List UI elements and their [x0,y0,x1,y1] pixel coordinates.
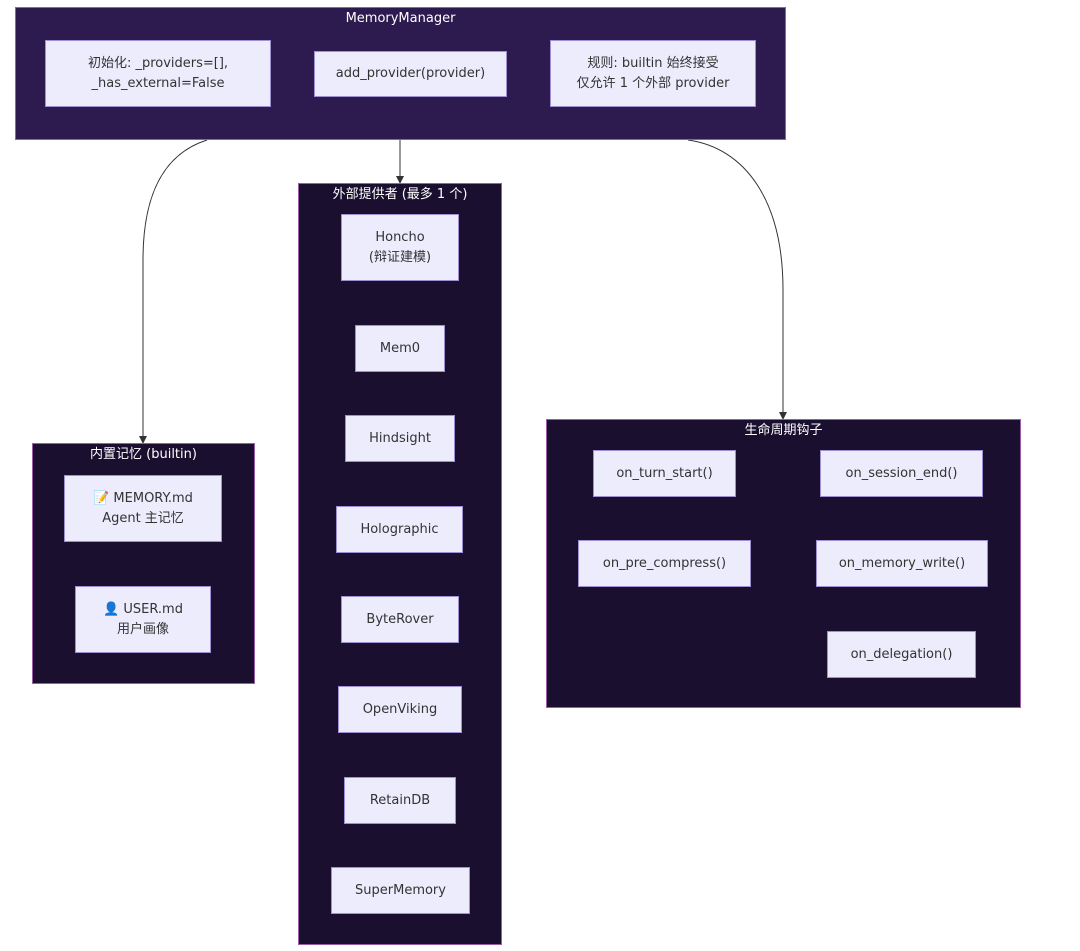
hook-on-turn-start-label: on_turn_start() [616,465,713,481]
provider-supermemory: SuperMemory [331,867,470,914]
edge-manager-to-hooks [687,139,787,420]
lifecycle-hooks-title: 生命周期钩子 [744,423,823,438]
hook-on-pre-compress-label: on_pre_compress() [602,555,727,571]
builtin-memory-title: 内置记忆 (builtin) [90,447,197,462]
external-providers-title: 外部提供者 (最多 1 个) [332,187,468,202]
memory-md-line-2: Agent 主记忆 [102,510,184,526]
init-node: 初始化: _providers=[], _has_external=False [45,40,271,107]
provider-holographic-label: Holographic [360,521,439,537]
provider-mem0: Mem0 [355,325,445,372]
provider-retaindb-label: RetainDB [369,792,431,808]
rule-line-1: 规则: builtin 始终接受 [587,55,719,71]
hook-on-session-end-label: on_session_end() [845,465,958,481]
hook-on-turn-start: on_turn_start() [593,450,736,497]
rule-line-2: 仅允许 1 个外部 provider [576,75,730,91]
memory-md-node: 📝 MEMORY.md Agent 主记忆 [64,475,222,542]
add-provider-label: add_provider(provider) [335,66,486,81]
provider-holographic: Holographic [336,506,463,553]
hook-on-memory-write-label: on_memory_write() [838,555,966,571]
hook-on-delegation-label: on_delegation() [850,646,953,662]
provider-byterover-label: ByteRover [366,611,434,627]
hook-on-memory-write: on_memory_write() [816,540,988,587]
user-md-line-2: 用户画像 [116,621,169,637]
init-line-2: _has_external=False [91,75,225,91]
hook-on-delegation: on_delegation() [827,631,976,678]
provider-honcho: Honcho (辩证建模) [341,214,459,281]
memory-md-line-1: 📝 MEMORY.md [93,490,193,506]
hook-on-pre-compress: on_pre_compress() [578,540,751,587]
provider-mem0-label: Mem0 [379,340,421,356]
provider-supermemory-label: SuperMemory [355,882,446,898]
edge-manager-to-builtin [139,139,208,444]
honcho-line-1: Honcho [375,229,425,245]
init-line-1: 初始化: _providers=[], [87,55,229,71]
provider-byterover: ByteRover [341,596,459,643]
provider-retaindb: RetainDB [344,777,456,824]
add-provider-node: add_provider(provider) [314,51,507,97]
user-md-line-1: 👤 USER.md [103,601,183,617]
rule-node: 规则: builtin 始终接受 仅允许 1 个外部 provider [550,40,756,107]
provider-hindsight-label: Hindsight [369,430,431,446]
provider-openviking: OpenViking [338,686,462,733]
memory-manager-title: MemoryManager [345,11,456,26]
honcho-line-2: (辩证建模) [368,249,432,265]
provider-openviking-label: OpenViking [362,701,438,717]
hook-on-session-end: on_session_end() [820,450,983,497]
provider-hindsight: Hindsight [345,415,455,462]
user-md-node: 👤 USER.md 用户画像 [75,586,211,653]
external-providers-group: 外部提供者 (最多 1 个) [298,183,502,945]
